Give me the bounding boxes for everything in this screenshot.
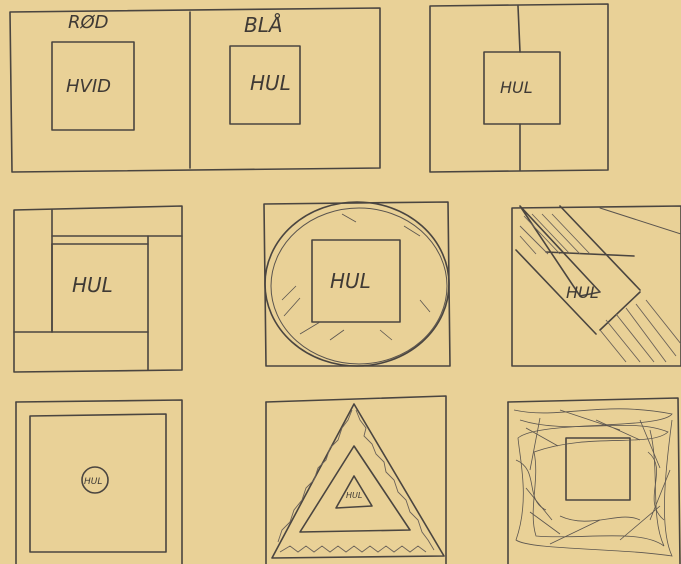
label-hul-5: HUL [566, 283, 599, 302]
sketch-panel-8 [508, 398, 680, 564]
sketch-panel-1: RØD BLÅ HVID HUL [10, 8, 380, 172]
sketch-panel-5: HUL [512, 206, 681, 366]
label-hvid: HVID [66, 76, 111, 97]
label-rod: RØD [68, 12, 109, 33]
label-hul-4: HUL [330, 269, 371, 293]
sketch-panel-6: HUL [16, 400, 182, 564]
label-hul-6: HUL [84, 477, 102, 487]
sketch-panel-4: HUL [264, 202, 450, 366]
label-hul-7: HUL [346, 491, 362, 500]
label-hul-1: HUL [250, 71, 291, 95]
sketch-panel-7: HUL [266, 396, 446, 564]
label-bla: BLÅ [244, 13, 283, 37]
label-hul-2: HUL [500, 78, 533, 97]
label-hul-3: HUL [72, 273, 113, 297]
sketch-panel-2: HUL [430, 4, 608, 172]
sketch-panel-3: HUL [14, 206, 182, 372]
